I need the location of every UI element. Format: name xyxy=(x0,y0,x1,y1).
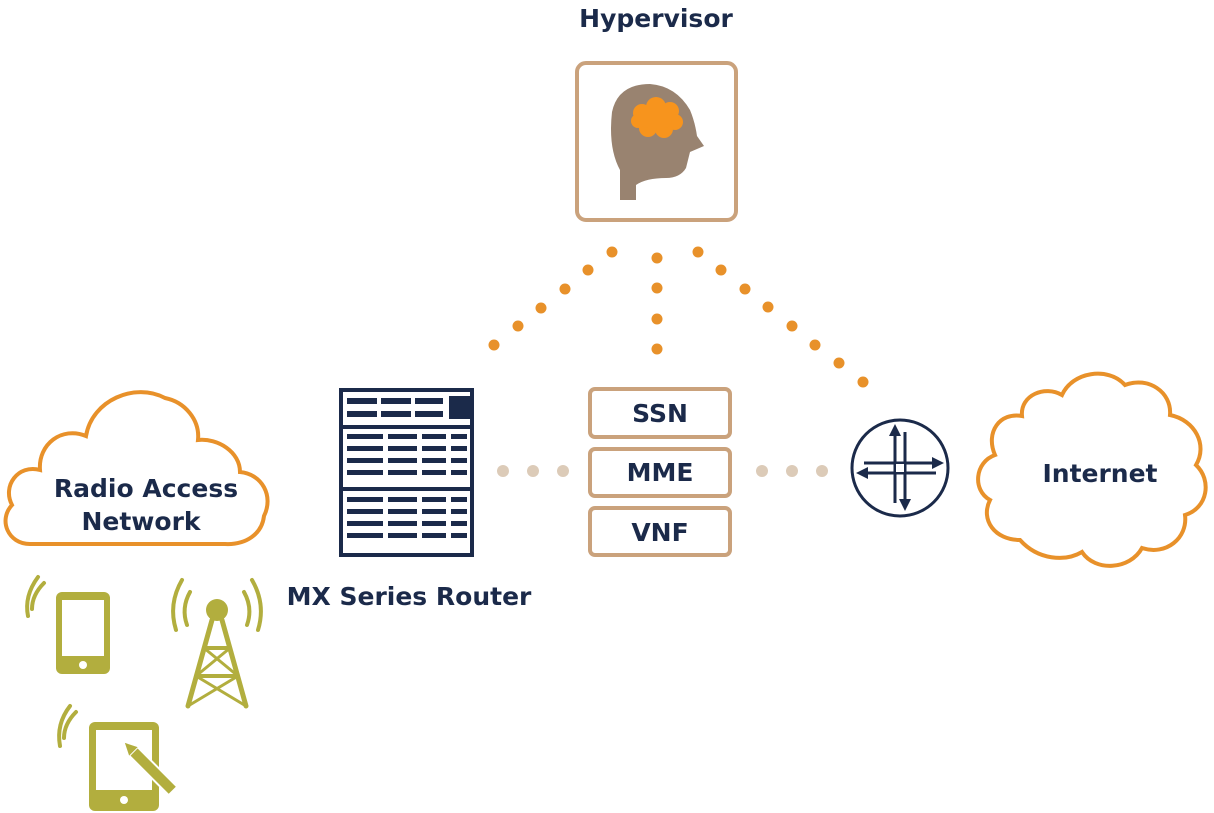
internet-label: Internet xyxy=(1042,459,1157,488)
hypervisor-box xyxy=(575,61,738,222)
vnf-label: VNF xyxy=(631,518,688,547)
hypervisor-label: Hypervisor xyxy=(579,4,733,33)
tablet-pen-icon xyxy=(57,704,179,811)
hypervisor-right-connector xyxy=(692,246,869,388)
head-brain-icon xyxy=(611,84,704,200)
mme-label: MME xyxy=(627,458,694,487)
cell-tower-icon xyxy=(171,578,263,709)
phone-icon xyxy=(25,575,110,674)
hypervisor-left-connector xyxy=(488,246,618,351)
ran-label-line1: Radio Access xyxy=(54,474,238,503)
mme-box: MME xyxy=(588,447,732,498)
functions-to-edge-connector xyxy=(756,465,828,477)
internet-cloud: Internet xyxy=(976,371,1208,568)
hypervisor-center-connector xyxy=(651,252,663,355)
ssn-label: SSN xyxy=(632,399,688,428)
router-to-functions-connector xyxy=(497,465,569,477)
ssn-box: SSN xyxy=(588,387,732,439)
router-crossroads-icon xyxy=(850,418,950,518)
vnf-box: VNF xyxy=(588,506,732,557)
router-rack-icon xyxy=(339,388,474,557)
ran-cloud: Radio Access Network xyxy=(3,390,270,547)
router-label: MX Series Router xyxy=(287,582,532,611)
brain-icon xyxy=(631,97,683,138)
ran-label-line2: Network xyxy=(81,507,201,536)
